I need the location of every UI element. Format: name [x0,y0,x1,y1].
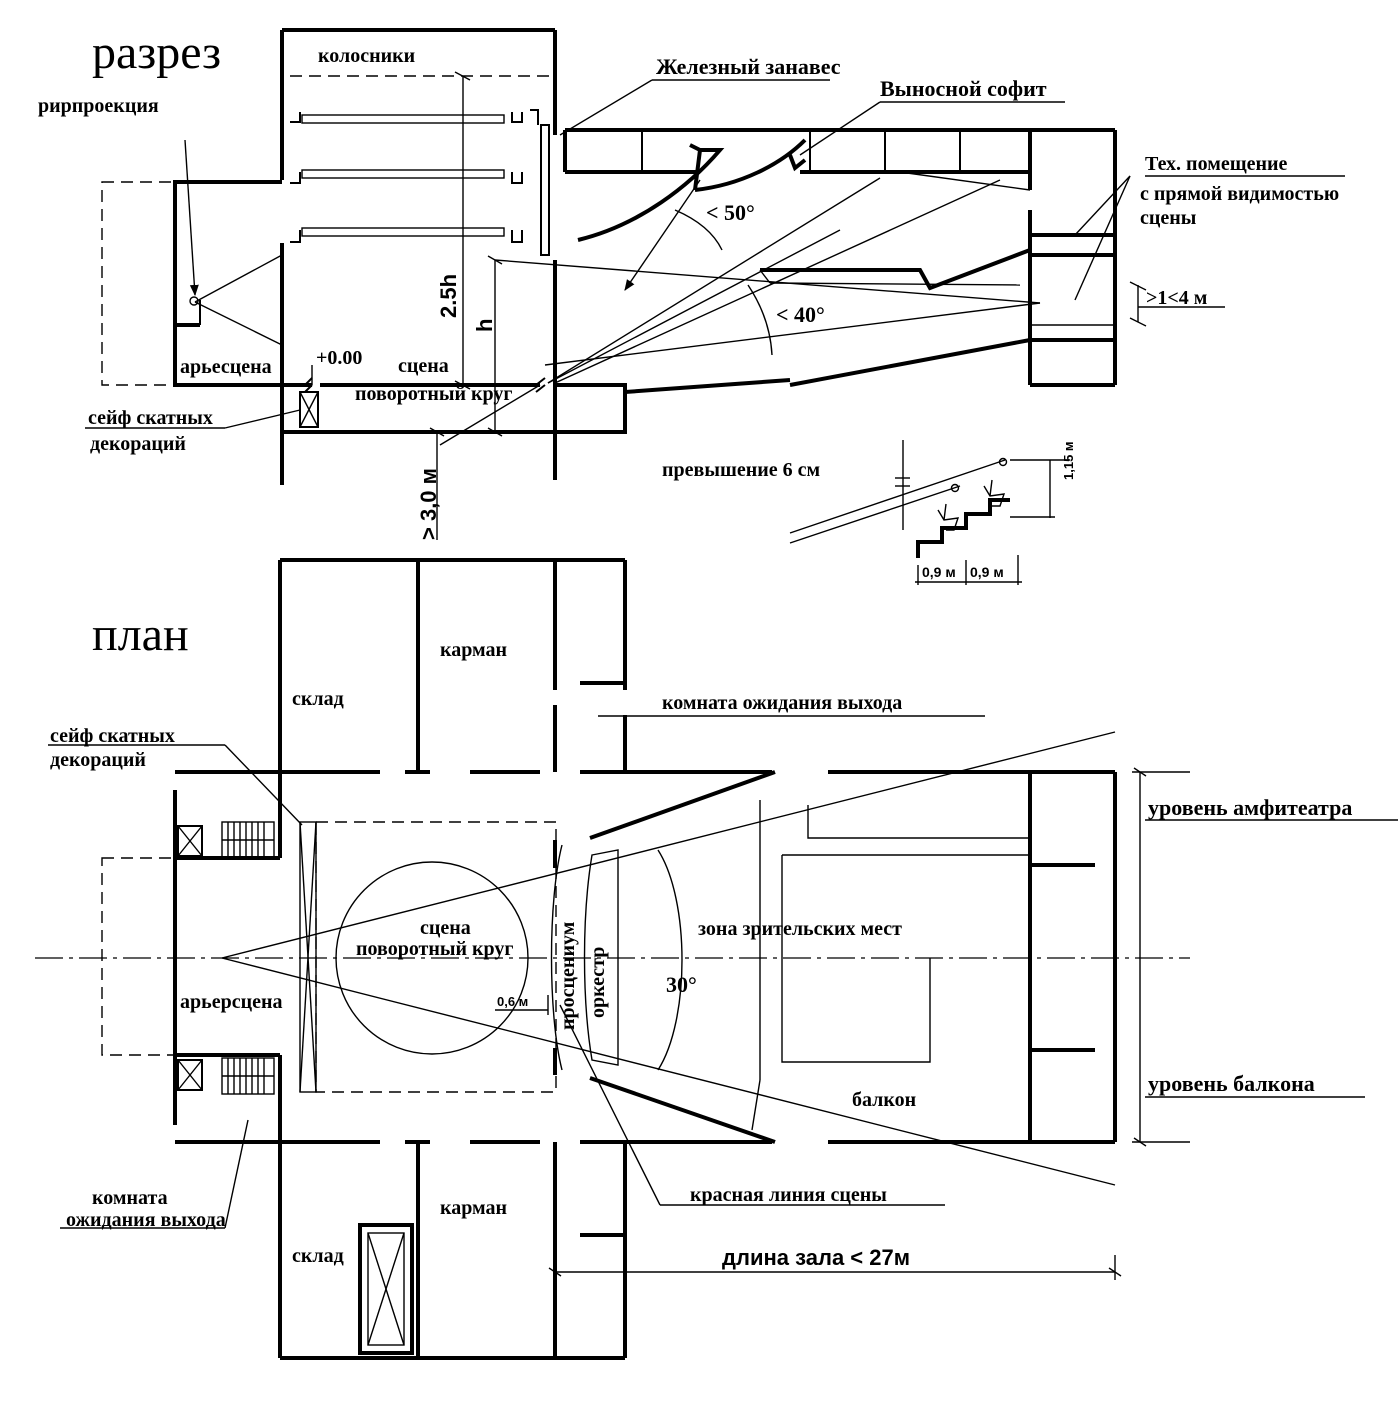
lift-box-top [177,825,203,857]
stage-label: сцена [398,355,449,377]
lift-box-bottom [177,1059,203,1091]
plan-safe-label-2: декораций [50,749,146,771]
seating-detail: превышение 6 см 1,15 м 0,9 м 0,9 м [662,440,1076,585]
angle-30-label: 30° [666,972,697,997]
amphitheatre-level-label: уровень амфитеатра [1148,795,1352,820]
height-25h-label: 2.5h [436,274,461,318]
store-bottom-label: склад [292,1245,344,1267]
scenery-safe-box [299,391,319,428]
zero-level-label: +0.00 [316,347,362,369]
balcony-level-label: уровень балкона [1148,1071,1315,1096]
revolving-label: поворотный круг [355,383,513,405]
seat-icon-1 [937,503,960,531]
angle-40-label: < 40° [776,302,825,327]
iron-curtain-label: Железный занавес [656,54,841,79]
plan-bottom-wing [175,1125,772,1360]
auditorium-section [494,128,1117,394]
plan-safe-label-1: сейф скатных [50,725,175,747]
section-dimensions [429,71,1225,540]
fly-tower [280,28,557,385]
rear-stage-section [101,139,312,387]
safe-label-1: сейф скатных [88,407,213,429]
plan-orchestra [550,844,619,1071]
angle-30-arc [657,849,683,1071]
tech-room-label-2: с прямой видимостью [1140,183,1339,205]
section-view: разрез колосники рирпроекция Железный за… [38,26,1345,540]
row-spacing-label-2: 0,9 м [970,564,1004,580]
tech-room-label-1: Тех. помещение [1145,153,1288,175]
angle-40-arc [747,284,773,356]
dim-06-label: 0,6 м [497,994,528,1009]
plan-rear-stage-label: арьерсцена [180,991,283,1013]
store-top-label: склад [292,688,344,710]
seat-icon-2 [983,479,1006,507]
stair-top [221,821,275,859]
pocket-top-label: карман [440,639,507,661]
plan-dimensions [495,767,1190,1280]
section-title: разрез [92,26,221,79]
plan-view: план карман склад комната ожидания выход… [35,558,1398,1360]
plan-rear-stage [101,790,317,1125]
exit-room-label-1: комната [92,1187,168,1209]
row-spacing-label-1: 0,9 м [922,564,956,580]
height-h-label: h [472,319,497,332]
section-leaders [85,79,1345,446]
plan-leaders [48,715,1398,1229]
plan-auditorium [589,770,1117,1144]
eye-height-label: 1,15 м [1061,441,1076,480]
remote-soffit-label: Выносной софит [880,76,1047,101]
rear-stage-label: арьесцена [180,356,272,378]
exit-room-top-label: комната ожидания выхода [662,692,902,714]
angle-50-arc [674,209,723,251]
plan-revolving-label: поворотный круг [356,938,514,960]
red-line-label: красная линия сцены [690,1184,887,1206]
safe-label-2: декораций [90,433,186,455]
orchestra-label: оркестр [587,947,609,1018]
pit-depth-label: > 3,0 м [416,468,441,540]
balcony-label: балкон [852,1089,916,1111]
excess-label: превышение 6 см [662,459,820,481]
exit-room-label-2: ожидания выхода [66,1209,226,1231]
lift-shaft [358,1223,414,1355]
tech-room-label-3: сцены [1140,207,1197,229]
stair-bottom [221,1057,275,1095]
tech-height-label: >1<4 м [1146,287,1207,309]
proscenium-label: просцениум [557,922,579,1030]
plan-title: план [92,608,189,661]
pocket-bottom-label: карман [440,1197,507,1219]
plan-sightlines [35,731,1190,1186]
hall-length-label: длина зала < 27м [722,1245,910,1270]
iron-curtain-shape [540,124,550,256]
flies-label: колосники [318,45,415,67]
rear-projection-label: рирпроекция [38,95,159,117]
batten-rows [290,112,523,243]
plan-stage-label: сцена [420,917,471,939]
audience-zone-label: зона зрительских мест [698,918,902,940]
angle-50-label: < 50° [706,200,755,225]
plan-top-wing [175,558,772,790]
